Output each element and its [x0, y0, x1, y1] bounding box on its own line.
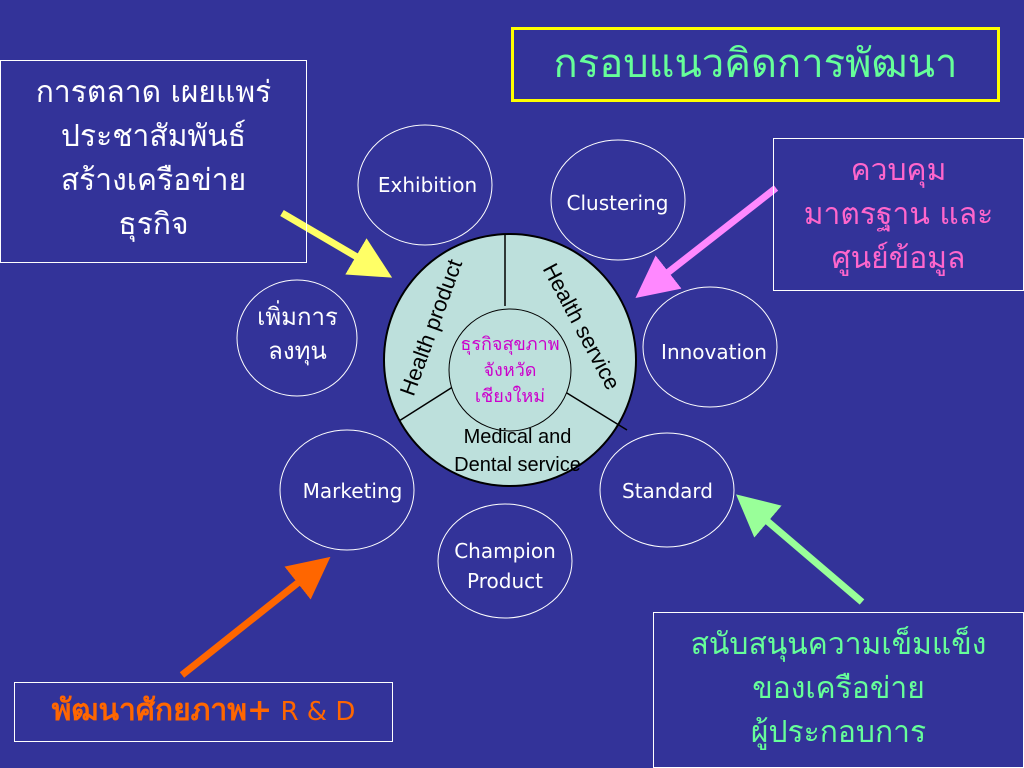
core-label-line: จังหวัด — [483, 360, 537, 381]
segment-label-medical-dental: Medical and Dental service — [425, 423, 610, 479]
oval-champion — [437, 503, 573, 619]
callout-support-line: ผู้ประกอบการ — [750, 715, 927, 750]
oval-exhibition — [357, 124, 493, 246]
oval-label-investment: เพิ่มการ ลงทุน — [240, 300, 355, 368]
page-title: กรอบแนวคิดการพัฒนา — [511, 27, 1000, 102]
callout-marketing-line: การตลาด เผยแพร่ — [35, 75, 272, 110]
callout-control-line: ควบคุม — [850, 153, 947, 188]
arrow-green — [736, 494, 865, 605]
oval-label-innovation: Innovation — [661, 340, 767, 364]
segment-divider-right — [561, 389, 628, 431]
oval-label-standard: Standard — [622, 479, 713, 503]
oval-label-champion-line: Champion — [454, 539, 556, 563]
page-title-text: กรอบแนวคิดการพัฒนา — [553, 41, 958, 87]
core-circle — [448, 308, 572, 432]
callout-control-line: มาตรฐาน และ — [803, 197, 994, 232]
callout-develop: พัฒนาศักยภาพ+ R & D — [14, 682, 393, 742]
callout-develop-suffix: R & D — [272, 697, 356, 727]
oval-label-clustering: Clustering — [566, 191, 669, 215]
oval-label-marketing: Marketing — [302, 479, 403, 503]
callout-marketing-line: ธุรกิจ — [118, 207, 189, 242]
segment-divider-left — [398, 382, 460, 422]
core-label-line: เชียงใหม่ — [474, 386, 546, 407]
oval-marketing — [279, 429, 415, 551]
arrow-pink — [635, 185, 779, 298]
callout-control-line: ศูนย์ข้อมูล — [831, 241, 966, 276]
callout-support-line: ของเครือข่าย — [752, 671, 925, 706]
callout-marketing-line: สร้างเครือข่าย — [60, 163, 247, 198]
oval-clustering — [550, 139, 686, 261]
core-label-line: ธุรกิจสุขภาพ — [460, 334, 560, 355]
callout-marketing-line: ประชาสัมพันธ์ — [60, 119, 247, 154]
callout-control: ควบคุม มาตรฐาน และ ศูนย์ข้อมูล — [773, 138, 1024, 291]
core-label: ธุรกิจสุขภาพ จังหวัด เชียงใหม่ — [440, 332, 580, 410]
callout-support: สนับสนุนความเข็มแข็ง ของเครือข่าย ผู้ประ… — [653, 612, 1024, 768]
callout-marketing: การตลาด เผยแพร่ ประชาสัมพันธ์ สร้างเครือ… — [0, 60, 307, 263]
oval-label-exhibition: Exhibition — [377, 173, 478, 197]
oval-label-investment-line: ลงทุน — [268, 337, 327, 365]
oval-standard — [599, 432, 735, 548]
oval-label-investment-line: เพิ่มการ — [257, 303, 338, 331]
callout-develop-main: พัฒนาศักยภาพ+ — [51, 693, 273, 728]
oval-label-champion: Champion Product — [440, 536, 570, 596]
callout-support-line: สนับสนุนความเข็มแข็ง — [690, 627, 987, 662]
oval-investment — [236, 279, 358, 397]
segment-label-medical-dental-line: Dental service — [454, 454, 581, 476]
arrow-yellow — [280, 209, 393, 278]
segment-label-medical-dental-line: Medical and — [463, 426, 572, 448]
oval-label-champion-line: Product — [467, 569, 543, 593]
arrow-orange — [179, 556, 331, 678]
oval-innovation — [642, 286, 778, 408]
